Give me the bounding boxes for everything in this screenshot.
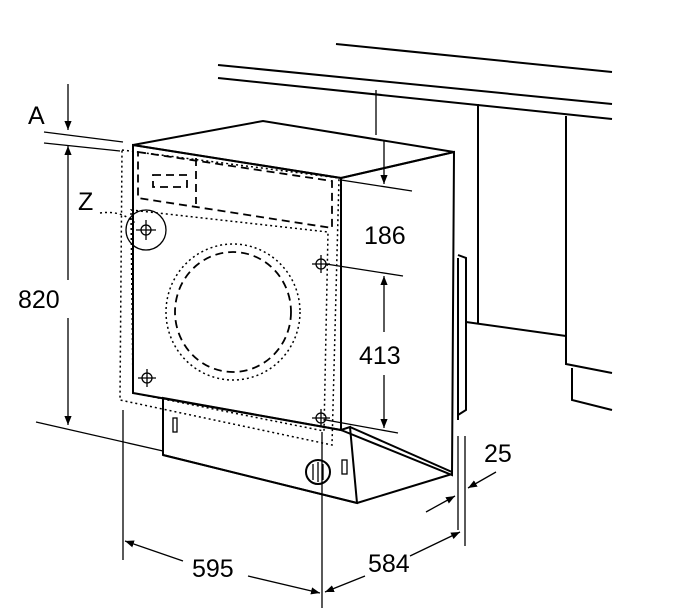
control-panel [137,150,333,230]
hole-bottom-left [138,369,156,387]
decor-door-outline [119,149,340,446]
label-25: 25 [484,440,512,468]
dimension-height [35,146,164,452]
label-584: 584 [368,550,410,578]
label-595: 595 [192,555,234,583]
label-height: 820 [18,286,60,314]
dimension-413 [325,263,404,434]
hole-bottom-right [312,409,330,427]
dimension-584 [324,531,461,593]
label-z: Z [78,188,93,216]
dimension-25 [425,436,497,546]
label-186: 186 [364,222,406,250]
z-leader [99,211,137,225]
worktop [217,43,613,411]
side-panel [457,254,467,420]
hole-z [125,209,167,251]
dimension-186 [340,140,413,192]
dimension-a [43,84,124,152]
machine-body [132,119,456,505]
label-413: 413 [359,342,401,370]
label-a: A [28,102,45,130]
door [165,243,301,381]
plinth-details [172,417,348,485]
dimension-595 [122,410,323,608]
